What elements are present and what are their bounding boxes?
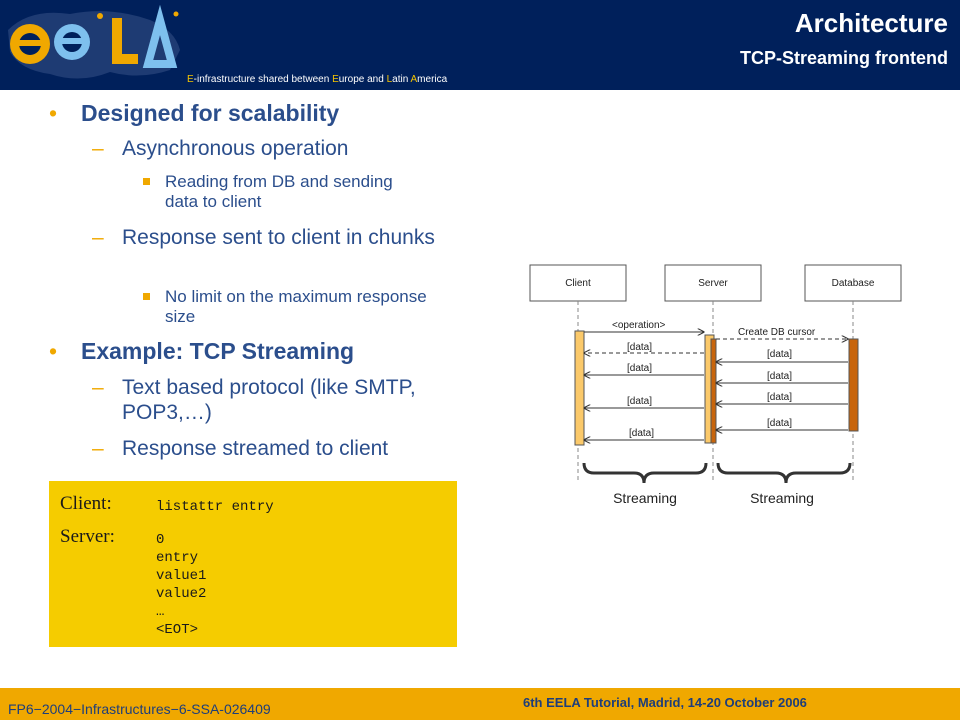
slide-title: Architecture: [794, 8, 948, 38]
bullet-dot-icon: •: [49, 100, 58, 126]
code-example-box: Client: listattr entry Server: 0 entry v…: [49, 481, 457, 647]
bullet-2-2-text: Response streamed to client: [122, 437, 389, 460]
bullet-1-1-1-text: Reading from DB and sending data to clie…: [165, 172, 393, 211]
server-label: Server:: [60, 526, 115, 547]
data-label: [data]: [627, 342, 652, 353]
streaming-label-left: Streaming: [613, 490, 677, 506]
server-line: value1: [156, 568, 207, 584]
data-label: [data]: [767, 418, 792, 429]
bullet-2-text: Example: TCP Streaming: [81, 338, 355, 364]
server-line: <EOT>: [156, 622, 199, 638]
tagline: E-infrastructure shared between Europe a…: [187, 74, 448, 85]
bullet-dot-icon: •: [49, 338, 58, 364]
streaming-label-right: Streaming: [750, 490, 814, 506]
dash-icon: –: [92, 437, 104, 460]
footer-bar: FP6−2004−Infrastructures−6-SSA-026409 6t…: [0, 688, 960, 720]
server-line: …: [156, 604, 165, 620]
client-activation-bar: [574, 330, 585, 446]
server-participant-box: [664, 264, 762, 302]
dash-icon: –: [92, 376, 104, 399]
data-label: [data]: [767, 392, 792, 403]
dash-icon: –: [92, 137, 104, 160]
database-participant-box: [804, 264, 902, 302]
dash-icon: –: [92, 226, 104, 249]
server-activation-bar-inner: [710, 338, 717, 444]
client-label: Client:: [60, 493, 112, 514]
operation-label: <operation>: [612, 320, 666, 331]
data-label: [data]: [627, 396, 652, 407]
streaming-brace-left: [582, 462, 708, 484]
bullet-1-1-1: Reading from DB and sending data to clie…: [143, 172, 405, 212]
slide-subtitle: TCP-Streaming frontend: [739, 48, 948, 68]
square-bullet-icon: [143, 178, 150, 185]
data-label: [data]: [627, 363, 652, 374]
client-participant-label: Client: [565, 278, 591, 289]
bullet-1-1-text: Asynchronous operation: [122, 137, 349, 160]
server-line: 0: [156, 532, 165, 548]
bullet-1-text: Designed for scalability: [81, 100, 340, 126]
bullet-2-1-text: Text based protocol (like SMTP, POP3,…): [122, 376, 416, 424]
bullet-2-2: – Response streamed to client: [92, 436, 462, 461]
sequence-diagram: Client Server Database <operation> Creat…: [529, 264, 902, 506]
server-participant-label: Server: [698, 278, 728, 289]
bullet-1-2-1-text: No limit on the maximum response size: [165, 287, 427, 326]
database-participant-label: Database: [832, 278, 875, 289]
bullet-2-1: – Text based protocol (like SMTP, POP3,……: [92, 375, 442, 425]
data-label: [data]: [767, 349, 792, 360]
footer-project-code: FP6−2004−Infrastructures−6-SSA-026409: [8, 701, 271, 717]
footer-event: 6th EELA Tutorial, Madrid, 14-20 October…: [523, 695, 807, 710]
bullet-2: • Example: TCP Streaming: [49, 338, 355, 365]
bullet-1-1: – Asynchronous operation: [92, 136, 452, 161]
data-label: [data]: [767, 371, 792, 382]
create-cursor-label: Create DB cursor: [738, 327, 816, 338]
data-label: [data]: [629, 428, 654, 439]
bullet-1-2-1: No limit on the maximum response size: [143, 287, 435, 327]
client-command: listattr entry: [156, 499, 274, 515]
server-line: value2: [156, 586, 207, 602]
bullet-1: • Designed for scalability: [49, 100, 340, 127]
bullet-1-2: – Response sent to client in chunks: [92, 225, 442, 250]
header-bar: E-infrastructure shared between Europe a…: [0, 0, 960, 90]
bullet-1-2-text: Response sent to client in chunks: [122, 226, 435, 249]
server-line: entry: [156, 550, 199, 566]
streaming-brace-right: [716, 462, 852, 484]
database-activation-bar: [848, 338, 859, 432]
square-bullet-icon: [143, 293, 150, 300]
eela-logo: E-infrastructure shared between Europe a…: [0, 0, 520, 90]
